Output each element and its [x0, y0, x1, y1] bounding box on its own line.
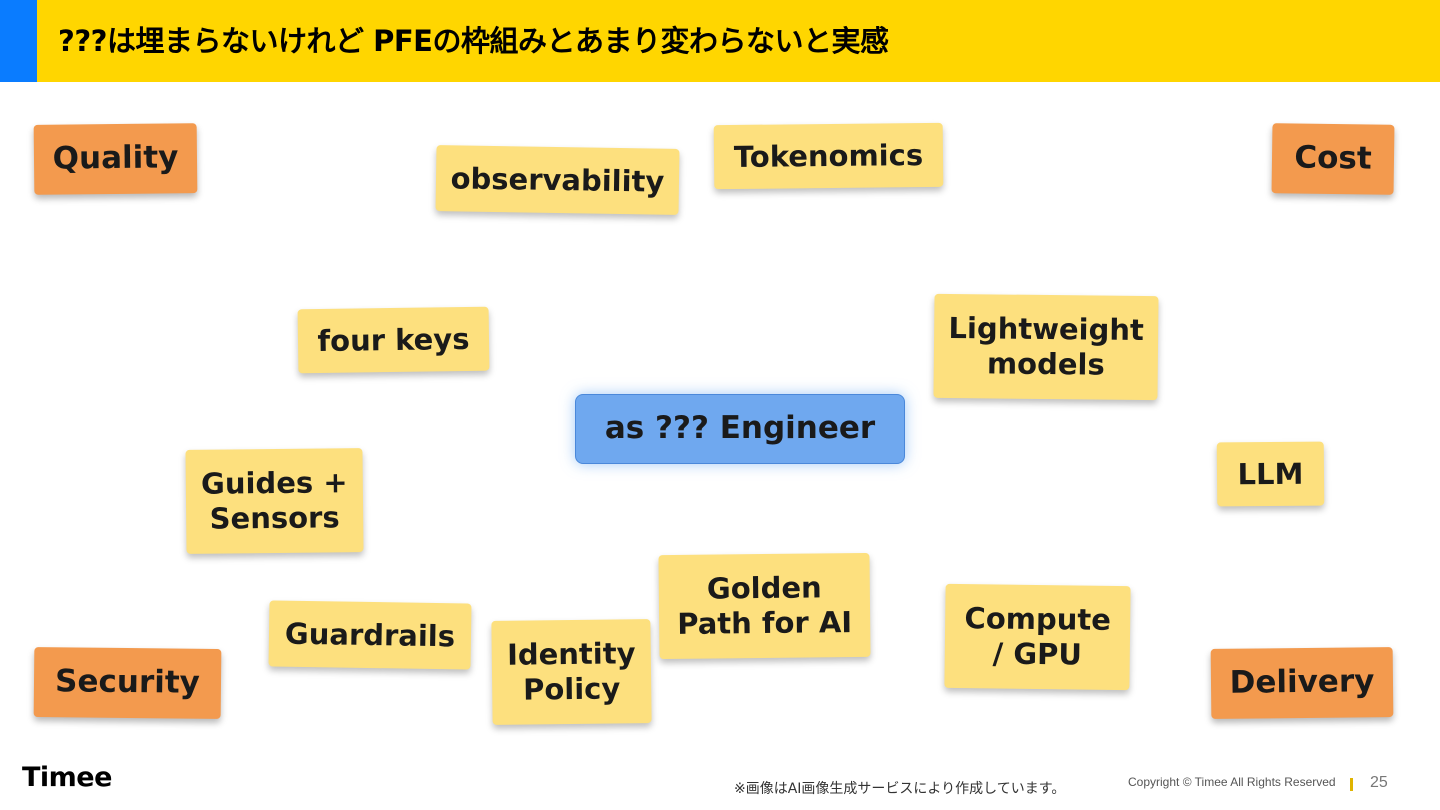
note-llm: LLM: [1216, 441, 1325, 507]
note-guides-sensors-line1: Guides +: [200, 465, 348, 501]
note-guardrails-label: Guardrails: [284, 616, 456, 653]
note-quality: Quality: [33, 123, 198, 195]
note-delivery-label: Delivery: [1229, 663, 1375, 702]
note-tokenomics-label: Tokenomics: [733, 137, 924, 174]
note-identity-policy-line1: Identity: [506, 636, 636, 672]
sticky-note-board: Quality observability Tokenomics Cost fo…: [0, 82, 1440, 742]
note-four-keys-label: four keys: [317, 321, 470, 358]
note-security: Security: [33, 647, 222, 719]
note-security-label: Security: [54, 663, 201, 702]
note-center-engineer: as ??? Engineer: [575, 394, 905, 464]
note-guides-sensors: Guides + Sensors: [185, 448, 364, 554]
note-guardrails: Guardrails: [268, 600, 472, 670]
footer-separator: [1350, 778, 1353, 791]
note-compute-gpu: Compute / GPU: [944, 583, 1131, 691]
copyright-text: Copyright © Timee All Rights Reserved: [1128, 775, 1336, 789]
note-identity-policy: Identity Policy: [491, 619, 652, 725]
note-cost: Cost: [1271, 123, 1395, 195]
note-four-keys: four keys: [297, 306, 490, 374]
note-observability: observability: [435, 145, 680, 215]
note-golden-path-line1: Golden: [706, 570, 822, 606]
note-delivery: Delivery: [1210, 647, 1394, 719]
note-observability-label: observability: [450, 160, 665, 199]
note-center-engineer-label: as ??? Engineer: [604, 410, 876, 447]
note-lightweight-models-line2: models: [986, 346, 1105, 382]
note-quality-label: Quality: [52, 139, 179, 178]
note-identity-policy-line2: Policy: [522, 671, 621, 707]
note-compute-gpu-line2: / GPU: [992, 636, 1083, 672]
header-accent-stripe: [0, 0, 37, 82]
note-llm-label: LLM: [1237, 456, 1304, 491]
header-bar: [0, 0, 1440, 82]
company-logo: Timee: [22, 762, 112, 793]
note-compute-gpu-line1: Compute: [964, 601, 1112, 638]
note-lightweight-models: Lightweight models: [933, 293, 1159, 401]
slide-title: ???は埋まらないけれど PFEの枠組みとあまり変わらないと実感: [58, 24, 889, 58]
note-tokenomics: Tokenomics: [713, 122, 944, 190]
note-golden-path: Golden Path for AI: [658, 552, 871, 660]
note-lightweight-models-line1: Lightweight: [948, 311, 1145, 348]
note-guides-sensors-line2: Sensors: [209, 500, 340, 536]
page-number: 25: [1370, 774, 1388, 791]
image-generation-note: ※画像はAI画像生成サービスにより作成しています。: [734, 781, 1066, 797]
note-golden-path-line2: Path for AI: [677, 605, 853, 641]
note-cost-label: Cost: [1294, 139, 1372, 177]
